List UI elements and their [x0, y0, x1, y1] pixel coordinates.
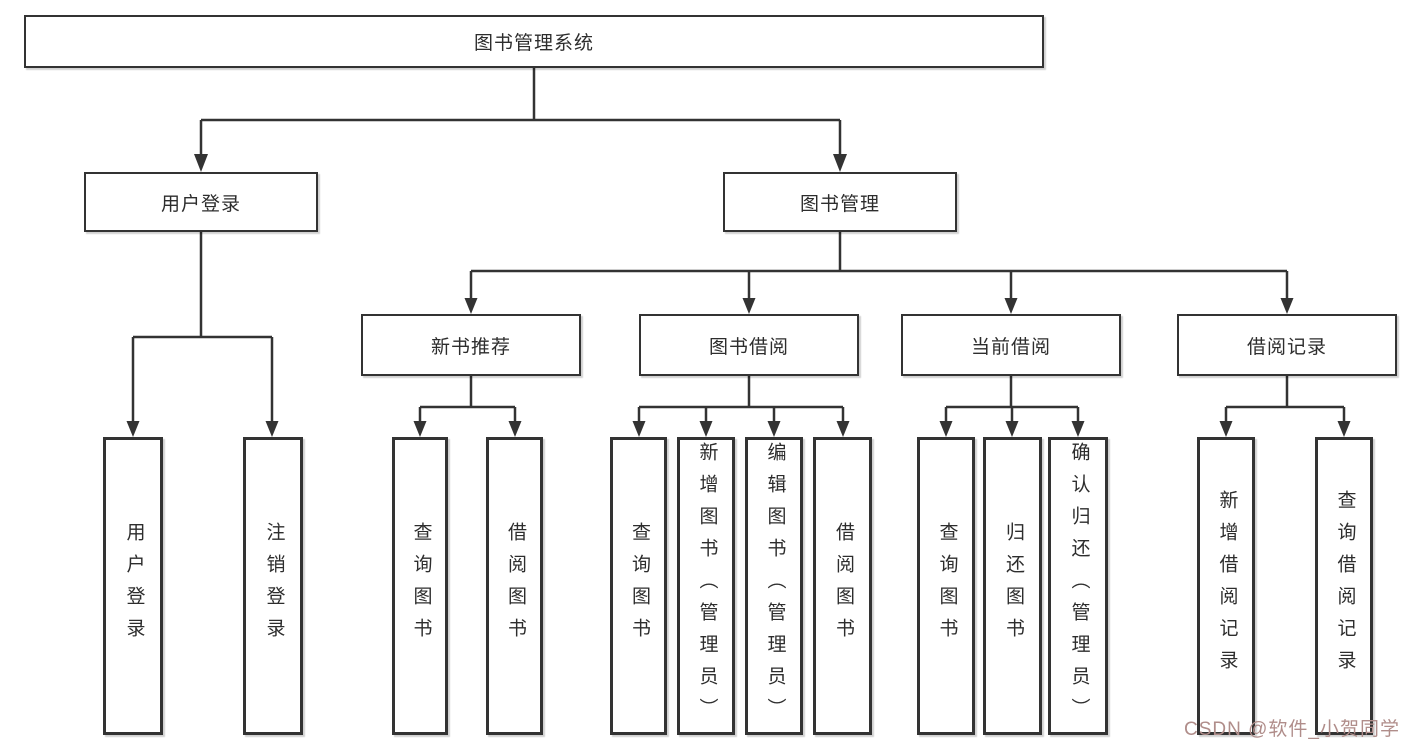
leaf-newbooks-query-books: 查询图书	[392, 437, 448, 735]
leaf-current-return-books-label: 归还图书	[1002, 522, 1024, 650]
leaf-user-login: 用户登录	[103, 437, 163, 735]
leaf-records-query-borrow-record: 查询借阅记录	[1315, 437, 1373, 735]
node-borrow-records-label: 借阅记录	[1246, 336, 1327, 358]
node-root-label: 图书管理系统	[473, 33, 594, 54]
leaf-newbooks-borrow-books-label: 借阅图书	[504, 522, 526, 650]
leaf-logout-label: 注销登录	[263, 522, 285, 650]
leaf-borrow-edit-books-admin: 编辑图书（管理员）	[745, 437, 803, 735]
node-user-login: 用户登录	[84, 172, 318, 232]
leaf-records-add-borrow-record-label: 新增借阅记录	[1216, 490, 1238, 682]
node-book-management: 图书管理	[723, 172, 957, 232]
node-current-borrow-label: 当前借阅	[970, 336, 1051, 358]
csdn-watermark: CSDN @软件_小贺同学	[1184, 719, 1400, 740]
leaf-current-query-books-label: 查询图书	[936, 522, 958, 650]
leaf-current-confirm-return-admin-label: 确认归还（管理员）	[1068, 442, 1090, 730]
node-new-book-recommend: 新书推荐	[361, 314, 581, 376]
node-borrow-records: 借阅记录	[1177, 314, 1397, 376]
leaf-borrow-borrow-books-label: 借阅图书	[832, 522, 854, 650]
leaf-logout: 注销登录	[243, 437, 303, 735]
leaf-current-return-books: 归还图书	[983, 437, 1042, 735]
node-current-borrow: 当前借阅	[901, 314, 1121, 376]
leaf-user-login-label: 用户登录	[123, 522, 145, 650]
leaf-records-query-borrow-record-label: 查询借阅记录	[1334, 490, 1356, 682]
leaf-newbooks-query-books-label: 查询图书	[410, 522, 432, 650]
leaf-borrow-add-books-admin-label: 新增图书（管理员）	[696, 442, 718, 730]
node-book-borrow: 图书借阅	[639, 314, 859, 376]
node-book-management-label: 图书管理	[799, 193, 880, 215]
node-root: 图书管理系统	[24, 15, 1044, 68]
leaf-borrow-add-books-admin: 新增图书（管理员）	[677, 437, 735, 735]
node-new-book-recommend-label: 新书推荐	[430, 336, 511, 358]
leaf-current-confirm-return-admin: 确认归还（管理员）	[1048, 437, 1108, 735]
leaf-borrow-query-books-label: 查询图书	[628, 522, 650, 650]
leaf-newbooks-borrow-books: 借阅图书	[486, 437, 543, 735]
node-book-borrow-label: 图书借阅	[708, 336, 789, 358]
leaf-borrow-query-books: 查询图书	[610, 437, 667, 735]
leaf-records-add-borrow-record: 新增借阅记录	[1197, 437, 1255, 735]
leaf-borrow-edit-books-admin-label: 编辑图书（管理员）	[764, 442, 786, 730]
node-user-login-label: 用户登录	[160, 193, 241, 215]
leaf-borrow-borrow-books: 借阅图书	[813, 437, 872, 735]
leaf-current-query-books: 查询图书	[917, 437, 975, 735]
